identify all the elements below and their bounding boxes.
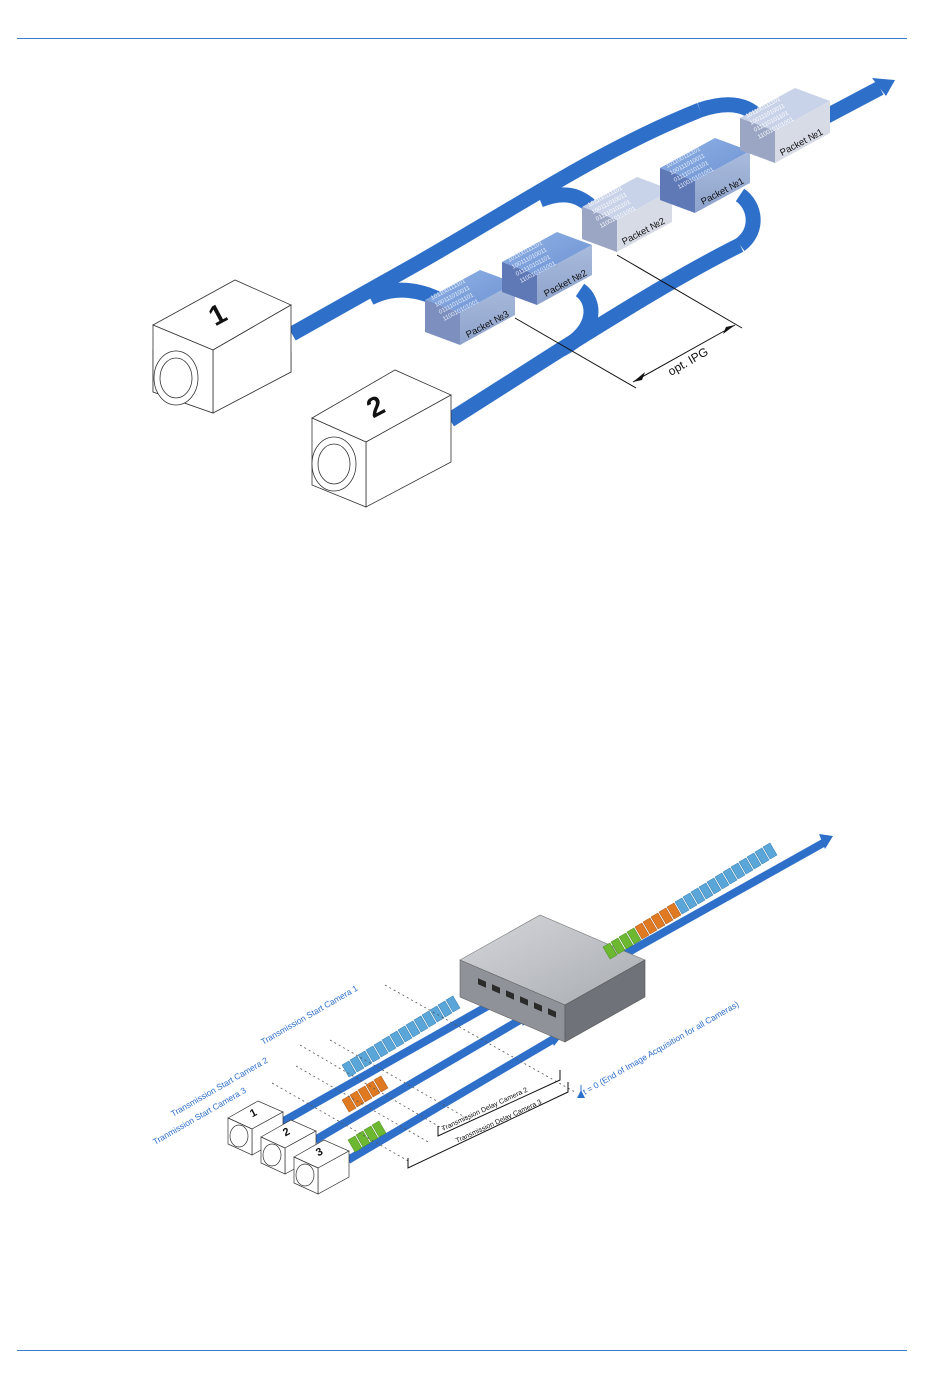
merged-output-packets <box>602 842 778 960</box>
stream-camera-2 <box>445 238 744 427</box>
ipg-arrow-right-icon <box>723 325 735 334</box>
stream-output <box>616 838 827 962</box>
camera-1: 1 <box>152 279 292 414</box>
packet-1-camera-1: Packet №1 101100111101 100111010011 0111… <box>740 88 830 163</box>
stream-camera-1 <box>288 103 703 341</box>
camera-2: 2 <box>311 369 452 508</box>
camera-2-packets <box>341 1075 389 1113</box>
camera-1-packets <box>341 995 461 1078</box>
network-switch <box>459 914 646 1043</box>
camera-2-number: 2 <box>281 1126 292 1139</box>
ipg-dimension <box>514 254 743 389</box>
packet-1-camera-2: Packet №1 101100111101 100111010011 0111… <box>660 138 750 213</box>
diagram-1-packet-merge: 1 2 Packet №3 101100111101 100111010011 … <box>152 78 895 508</box>
header-rule <box>17 38 907 39</box>
label-start-camera-1: Transmission Start Camera 1 <box>259 983 360 1047</box>
camera-3-small: 3 <box>293 1139 350 1195</box>
ipg-label: opt. IPG <box>665 344 710 378</box>
stream-camera-3 <box>345 1036 555 1164</box>
camera-2-small: 2 <box>260 1119 317 1175</box>
stream-paths <box>288 81 884 427</box>
diagram-2-transmission-delay: 1 2 3 <box>151 834 833 1195</box>
packet-2-camera-2: Packet №2 101100111101 100111010011 0111… <box>502 232 592 305</box>
stream-loop <box>734 188 761 251</box>
stream-camera-1 <box>280 998 497 1126</box>
output-arrow-icon <box>872 78 895 96</box>
footer-rule <box>17 1350 907 1351</box>
camera-3-number: 3 <box>314 1146 325 1159</box>
packet-3: Packet №3 101100111101 100111010011 0111… <box>425 270 515 345</box>
stream-paths <box>280 838 827 1164</box>
ipg-arrow-left-icon <box>633 372 645 382</box>
camera-1-number: 1 <box>248 1107 259 1120</box>
stream-camera-2 <box>312 1016 523 1144</box>
stream-loop <box>556 283 599 357</box>
output-arrow-icon <box>819 834 833 849</box>
camera-1-small: 1 <box>227 1100 284 1156</box>
guide-lines <box>271 984 576 1163</box>
delay-brackets <box>407 1070 569 1169</box>
camera-3-packets <box>347 1120 387 1153</box>
packet-2-camera-1: Packet №2 101100111101 100111010011 0111… <box>582 177 672 252</box>
